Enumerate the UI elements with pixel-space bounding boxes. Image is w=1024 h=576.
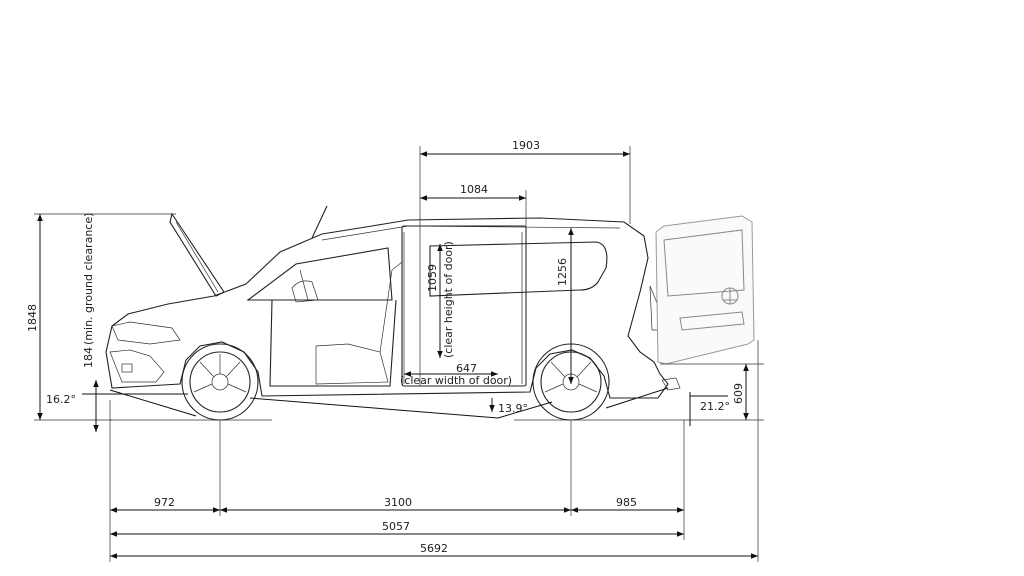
ground-clearance-label: 184	[82, 347, 95, 368]
front-wheel	[181, 343, 259, 421]
vehicle-body	[105, 217, 669, 399]
departure-angle-line	[605, 387, 669, 409]
rear-overhang-label: 985	[616, 496, 637, 509]
front-window	[246, 247, 393, 301]
tow-hitch	[661, 377, 681, 391]
overall-height-label: 1848	[26, 304, 39, 332]
wheelbase-label: 3100	[384, 496, 412, 509]
rear-sill-label: 609	[732, 383, 745, 404]
front-overhang-label: 972	[154, 496, 175, 509]
vehicle-side-view	[105, 205, 755, 421]
roof-length-label: 1903	[512, 139, 540, 152]
open-tailgate	[655, 215, 755, 365]
front-seat	[315, 261, 403, 385]
door-clear-width-caption: (clear width of door)	[400, 374, 512, 387]
rear-side-window	[429, 241, 608, 297]
angle-lines	[82, 387, 728, 419]
ramp-angle-line-right	[497, 401, 553, 419]
dimension-lines: 1903 1084 1059 (clear height of door) 12…	[26, 139, 764, 562]
interior-height-label: 1256	[556, 258, 569, 286]
door-clear-width-label: 647	[456, 362, 477, 375]
open-hood	[169, 212, 225, 297]
door-height-label: 1059	[426, 264, 439, 292]
front-door	[269, 299, 397, 387]
approach-angle-label: 16.2°	[46, 393, 76, 406]
length-open-tailgate-label: 5692	[420, 542, 448, 555]
ramp-angle-label: 13.9°	[498, 402, 528, 415]
ramp-angle-line-left	[249, 397, 499, 419]
antenna	[311, 205, 328, 239]
door-height-caption: (clear height of door)	[442, 241, 455, 358]
overall-length-label: 5057	[382, 520, 410, 533]
door-width-label: 1084	[460, 183, 488, 196]
ground-clearance-caption: (min. ground clearance)	[82, 213, 95, 345]
departure-angle-label: 21.2°	[700, 400, 730, 413]
